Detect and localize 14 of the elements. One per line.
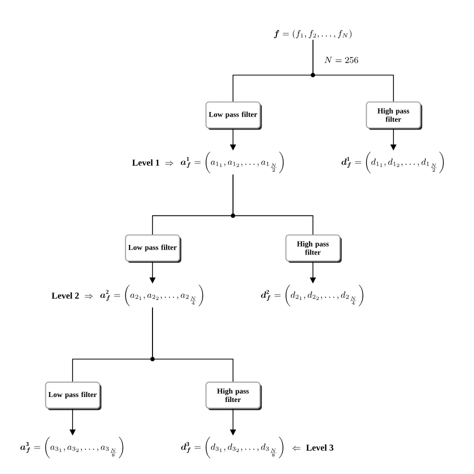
formula: $N = 256$ <box>324 56 358 64</box>
connector <box>312 39 394 102</box>
connector <box>152 307 234 382</box>
formula: $\boldsymbol{a}^{\mathbf{1}}_{\boldsymbol{f}} = \left(a_{1_1}, a_{1_2}, \ldots, a_{1_{\frac{N}{2}}}\right)$ <box>180 152 284 174</box>
level-label: $\Leftarrow\;\textbf{Level 3}$ <box>292 444 334 451</box>
formula: $\boldsymbol{f} = \left(f_1, f_2, \ldots, f_N\right)$ <box>274 30 352 39</box>
formula: $\boldsymbol{a}^{\mathbf{3}}_{\boldsymbol{f}} = \left(a_{3_1}, a_{3_2}, \ldots, a_{3_{\frac{N}{8}}}\right)$ <box>20 436 124 458</box>
formula: $\boldsymbol{a}^{\mathbf{2}}_{\boldsymbol{f}} = \left(a_{2_1}, a_{2_2}, \ldots, a_{2_{\frac{N}{4}}}\right)$ <box>100 284 204 306</box>
connector <box>232 174 314 235</box>
formula: $\boldsymbol{d}^{\mathbf{2}}_{\boldsymbol{f}} = \left(d_{2_1}, d_{2_2}, \ldots, d_{2_{\frac{N}{4}}}\right)$ <box>261 284 364 306</box>
level-label: $\textbf{Level 1}\;\Rightarrow$ <box>132 159 174 166</box>
level-label: $\textbf{Level 2}\;\Rightarrow$ <box>52 292 94 299</box>
formula: $\boldsymbol{d}^{\mathbf{3}}_{\boldsymbol{f}} = \left(d_{3_1}, d_{3_2}, \ldots, d_{3_{\frac{N}{8}}}\right)$ <box>181 436 284 458</box>
formula: $\boldsymbol{d}^{\mathbf{1}}_{\boldsymbol{f}} = \left(d_{1_1}, d_{1_2}, \ldots, d_{1_{\frac{N}{2}}}\right)$ <box>342 152 444 174</box>
